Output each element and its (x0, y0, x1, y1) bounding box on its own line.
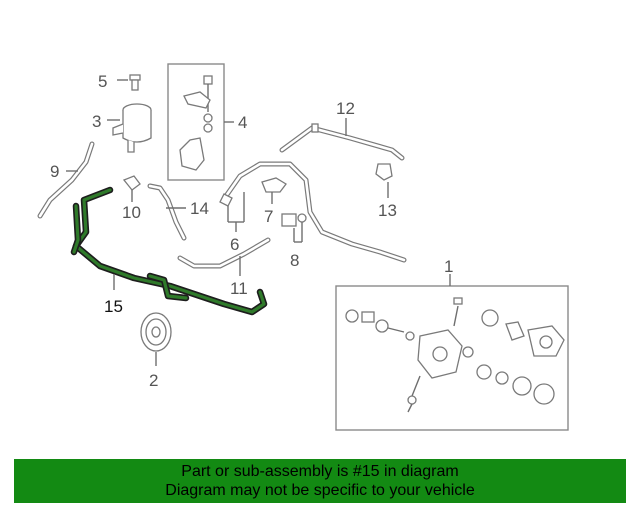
part-13-clamp (375, 163, 393, 198)
callout-3: 3 (92, 112, 101, 131)
callout-6: 6 (230, 235, 239, 254)
callout-11: 11 (230, 279, 248, 298)
callout-13: 13 (378, 201, 397, 220)
part-4-bracket-group (167, 63, 234, 181)
banner-line-2: Diagram may not be specific to your vehi… (165, 482, 475, 499)
callout-4: 4 (238, 113, 247, 132)
part-6-pipe (219, 161, 407, 263)
callout-8: 8 (290, 251, 299, 270)
callout-9: 9 (50, 162, 59, 181)
callout-15: 15 (104, 297, 123, 316)
part-12-hose (279, 118, 405, 161)
part-15-hose-highlighted (70, 186, 268, 316)
callout-2: 2 (149, 371, 158, 390)
part-5-bolt (117, 74, 141, 91)
part-8-valve (281, 213, 307, 243)
part-9-hose (37, 141, 95, 219)
part-7-bracket (261, 177, 287, 204)
part-3-reservoir (107, 103, 152, 153)
info-banner: Part or sub-assembly is #15 in diagram D… (14, 459, 626, 503)
part-14-hose (147, 183, 187, 241)
callout-14: 14 (190, 199, 209, 218)
callout-7: 7 (264, 207, 273, 226)
callout-10: 10 (122, 203, 141, 222)
banner-line-1: Part or sub-assembly is #15 in diagram (181, 463, 459, 480)
callout-1: 1 (444, 257, 453, 276)
callout-12: 12 (336, 99, 355, 118)
part-2-pulley (140, 312, 172, 366)
part-1-pump-assembly (335, 274, 569, 431)
part-11-hose (177, 237, 271, 276)
callout-5: 5 (98, 72, 107, 91)
part-10-clamp (122, 175, 141, 202)
parts-diagram: 5 3 4 12 13 9 (37, 63, 569, 431)
